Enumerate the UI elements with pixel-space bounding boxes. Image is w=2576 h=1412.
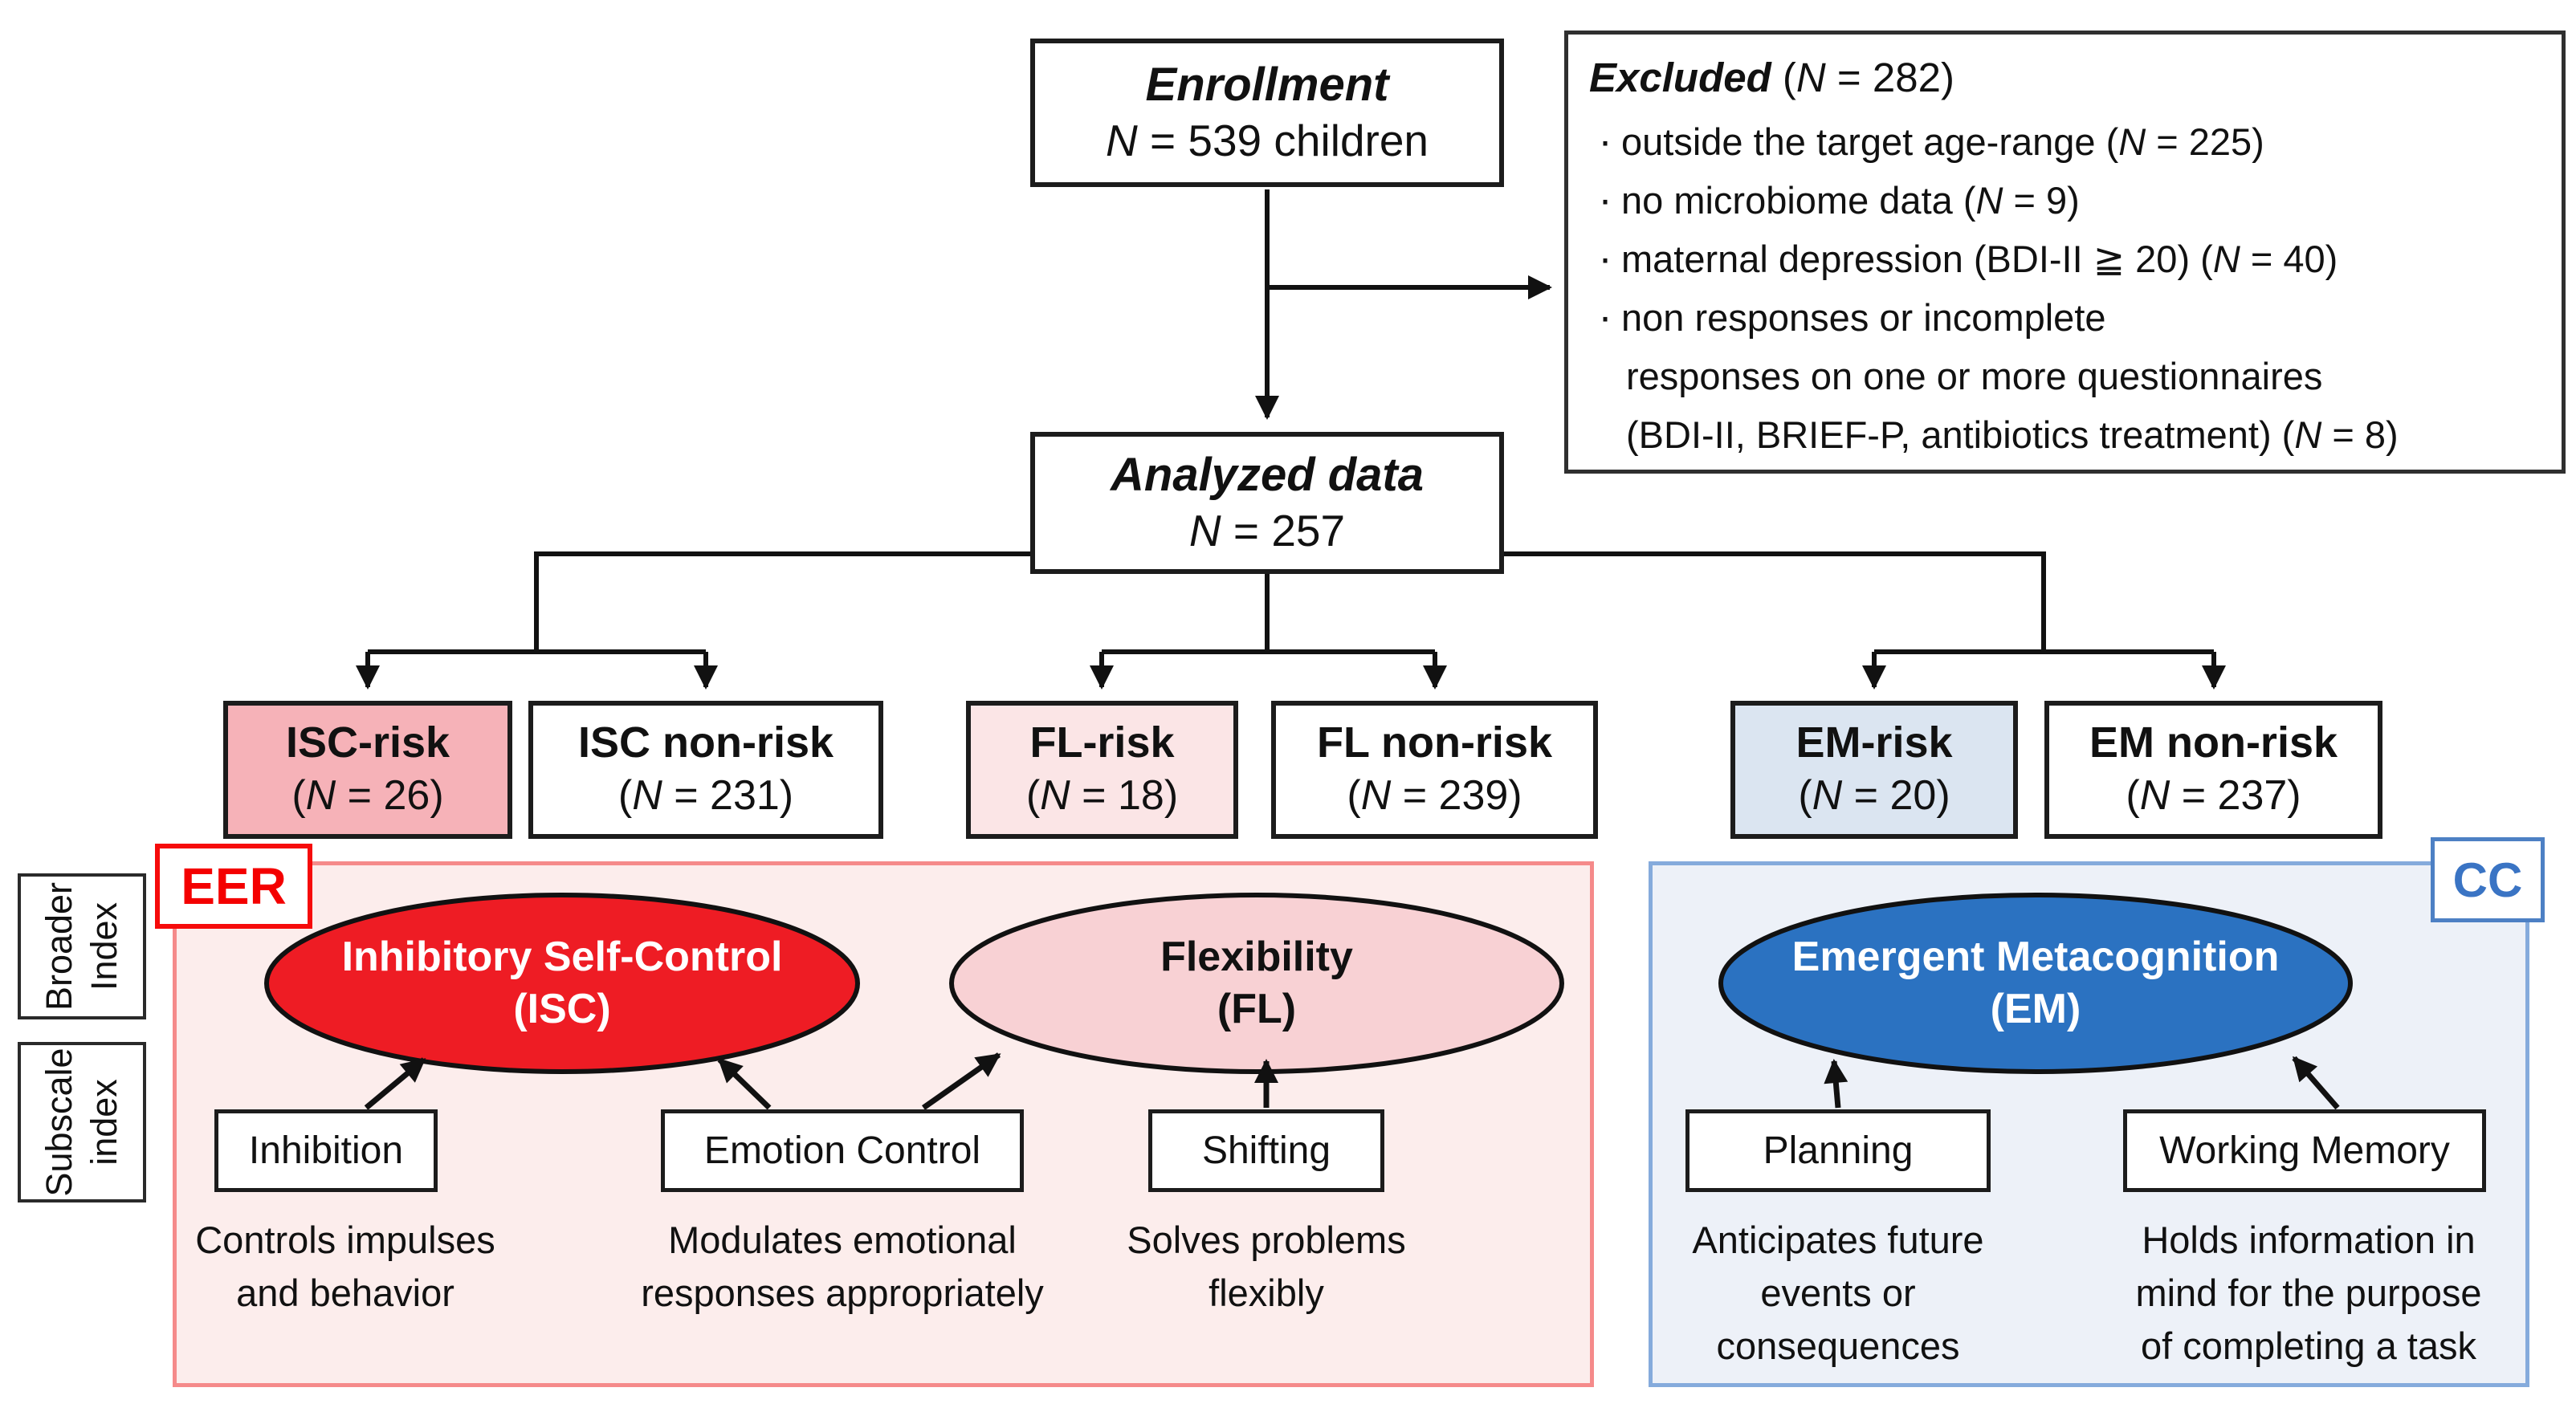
isc-ellipse-label: Inhibitory Self-Control (ISC) [341, 934, 783, 1032]
group-box-fl-risk: FL-risk (N = 18) [966, 701, 1238, 839]
group-count: (N = 18) [1025, 771, 1179, 819]
group-box-em-nonrisk: EM non-risk (N = 237) [2044, 701, 2382, 839]
group-label: FL-risk [1029, 718, 1175, 767]
subscale-box-inhibition: Inhibition [214, 1109, 438, 1192]
subscale-box-shifting: Shifting [1148, 1109, 1384, 1192]
cc-tag: CC [2431, 837, 2545, 922]
excluded-box: Excluded (N = 282) ·outside the target a… [1564, 31, 2566, 474]
group-label: FL non-risk [1316, 718, 1553, 767]
eer-tag: EER [155, 844, 312, 929]
group-label: EM non-risk [2089, 718, 2338, 767]
subscale-box-planning: Planning [1685, 1109, 1991, 1192]
excluded-title: Excluded (N = 282) [1589, 55, 1954, 100]
excluded-item: ·outside the target age-range (N = 225) [1598, 118, 2264, 165]
group-label: ISC-risk [285, 718, 450, 767]
group-label: ISC non-risk [577, 718, 834, 767]
subscale-box-working-memory: Working Memory [2123, 1109, 2486, 1192]
excluded-item: ·no microbiome data (N = 9) [1598, 177, 2080, 223]
excluded-item: ·maternal depression (BDI-II ≧ 20) (N = … [1598, 235, 2338, 282]
broader-index-label: Broader Index [38, 881, 124, 1011]
group-count: (N = 26) [291, 771, 444, 819]
fl-ellipse-label: Flexibility (FL) [1160, 934, 1353, 1032]
group-count: (N = 239) [1347, 771, 1522, 819]
broader-index-label-box: Broader Index [18, 873, 146, 1019]
analyzed-count: N = 257 [1188, 505, 1346, 555]
excluded-item-continuation: responses on one or more questionnaires [1626, 355, 2323, 397]
analyzed-data-box: Analyzed data N = 257 [1030, 432, 1504, 574]
subscale-index-label: Subscale index [38, 1048, 124, 1197]
excluded-item: ·non responses or incomplete [1598, 294, 2106, 340]
group-box-fl-nonrisk: FL non-risk (N = 239) [1271, 701, 1598, 839]
desc-inhibition: Controls impulses and behavior [195, 1219, 495, 1314]
group-box-isc-risk: ISC-risk (N = 26) [223, 701, 512, 839]
group-count: (N = 237) [2126, 771, 2301, 819]
enrollment-title: Enrollment [1145, 59, 1389, 112]
em-ellipse-label: Emergent Metacognition (EM) [1791, 934, 2280, 1032]
enrollment-count: N = 539 children [1105, 115, 1429, 165]
group-label: EM-risk [1795, 718, 1953, 767]
desc-emotion-control: Modulates emotional responses appropriat… [641, 1219, 1044, 1314]
desc-shifting: Solves problems flexibly [1127, 1219, 1406, 1314]
group-box-isc-nonrisk: ISC non-risk (N = 231) [528, 701, 883, 839]
excluded-item-continuation: (BDI-II, BRIEF-P, antibiotics treatment)… [1626, 413, 2399, 456]
branch-right [1504, 551, 2046, 652]
analyzed-title: Analyzed data [1111, 449, 1424, 502]
group-box-em-risk: EM-risk (N = 20) [1730, 701, 2018, 839]
desc-planning: Anticipates future events or consequence… [1692, 1219, 1984, 1367]
subscale-index-label-box: Subscale index [18, 1042, 146, 1202]
group-count: (N = 20) [1798, 771, 1950, 819]
desc-working-memory: Holds information in mind for the purpos… [2135, 1219, 2482, 1367]
enrollment-box: Enrollment N = 539 children [1030, 39, 1504, 187]
subscale-box-emotion-control: Emotion Control [661, 1109, 1024, 1192]
group-count: (N = 231) [618, 771, 794, 819]
branch-left [534, 551, 1030, 652]
